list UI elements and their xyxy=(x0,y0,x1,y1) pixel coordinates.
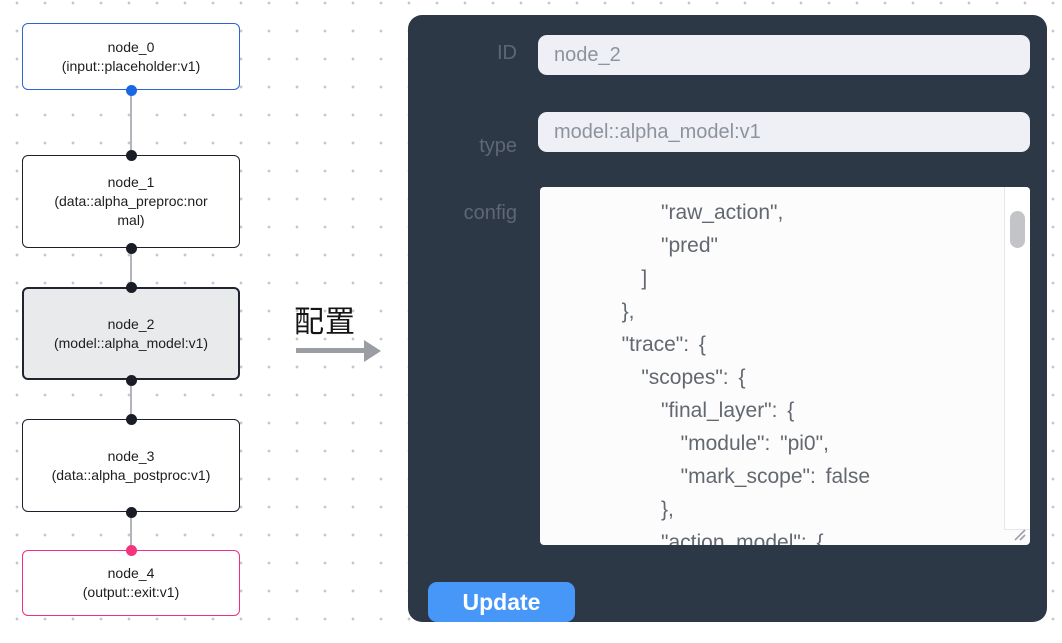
edge-node2-node3 xyxy=(130,380,132,419)
flow-node-4[interactable]: node_4 (output::exit:v1) xyxy=(22,550,240,616)
node-title: node_3 xyxy=(107,447,155,464)
node-subtitle: (data::alpha_postproc:v1) xyxy=(51,466,211,483)
id-input[interactable] xyxy=(538,35,1030,75)
connection-handle-node2-source[interactable] xyxy=(126,375,137,386)
node-subtitle: (output::exit:v1) xyxy=(82,584,180,600)
config-field-label: config xyxy=(463,202,517,224)
update-button[interactable]: Update xyxy=(428,582,575,622)
edge-node1-node2 xyxy=(130,248,132,287)
config-scrollbar-thumb[interactable] xyxy=(1010,211,1025,248)
edge-node3-node4 xyxy=(130,512,132,550)
node-subtitle: (data::alpha_preproc:normal) xyxy=(54,193,208,228)
connection-handle-node2-target[interactable] xyxy=(126,282,137,293)
flow-node-1[interactable]: node_1 (data::alpha_preproc:normal) xyxy=(22,155,240,248)
resize-handle-icon[interactable] xyxy=(1011,526,1027,542)
node-title: node_4 xyxy=(107,565,155,581)
edge-node0-node1 xyxy=(130,90,132,155)
flow-node-0[interactable]: node_0 (input::placeholder:v1) xyxy=(22,23,240,90)
node-title: node_0 xyxy=(107,38,155,55)
connection-handle-node0-source[interactable] xyxy=(126,85,137,96)
connection-handle-node4-target[interactable] xyxy=(126,545,137,556)
config-json-text: "raw_action", "pred" ] }, "trace": { "sc… xyxy=(621,201,870,545)
right-arrow-icon xyxy=(296,340,386,362)
type-field-label: type xyxy=(479,135,517,157)
connection-handle-node3-target[interactable] xyxy=(126,414,137,425)
flow-node-2[interactable]: node_2 (model::alpha_model:v1) xyxy=(22,287,240,380)
node-config-panel: ID type config "raw_action", "pred" ] },… xyxy=(408,15,1047,622)
transfer-label: 配置 xyxy=(294,306,356,339)
node-title: node_2 xyxy=(107,315,155,332)
connection-handle-node3-source[interactable] xyxy=(126,507,137,518)
config-textarea[interactable]: "raw_action", "pred" ] }, "trace": { "sc… xyxy=(540,187,1030,545)
node-subtitle: (input::placeholder:v1) xyxy=(61,57,201,74)
config-scrollbar[interactable] xyxy=(1004,187,1030,530)
connection-handle-node1-source[interactable] xyxy=(126,243,137,254)
type-input[interactable] xyxy=(538,112,1030,152)
flow-node-3[interactable]: node_3 (data::alpha_postproc:v1) xyxy=(22,419,240,512)
connection-handle-node1-target[interactable] xyxy=(126,150,137,161)
node-title: node_1 xyxy=(107,174,155,190)
node-subtitle: (model::alpha_model:v1) xyxy=(53,334,209,351)
id-field-label: ID xyxy=(497,42,517,64)
